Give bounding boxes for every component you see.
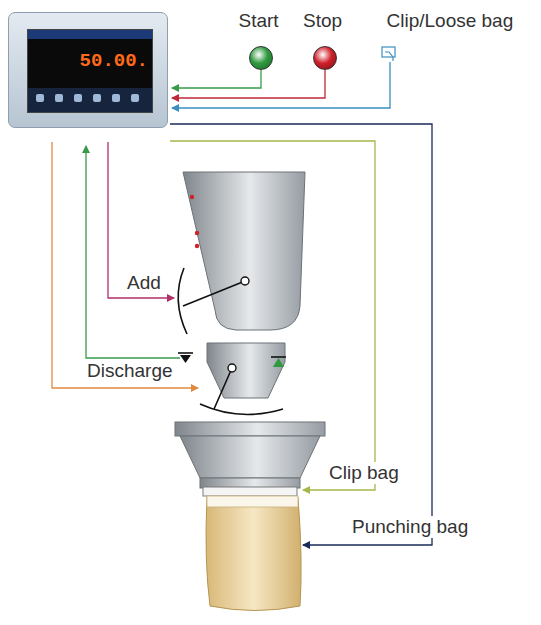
gate-label: Discharge [85,360,175,382]
control-signal-wire [172,62,390,108]
button-circle [313,46,337,70]
push-button: Stop [303,10,347,70]
load-cell-symbol [271,356,286,358]
add-gate [178,268,187,334]
weighing-controller: 50.00. [8,12,168,128]
weight-display: 50.00. [80,50,148,72]
gate-lever [183,281,245,306]
screen-icon [112,94,120,102]
button-circle [249,46,273,70]
gate-pivot [241,277,249,285]
control-signal-wire [172,70,325,98]
screen-icon [131,94,139,102]
signal-label: Punching bag [350,516,470,538]
push-button: Start [239,10,284,70]
load-cell-symbol [273,358,284,367]
screen-icon [36,94,44,102]
discharge-gate [200,404,283,414]
control-label: Clip/Loose bag [387,10,518,32]
gate-label: Add [125,272,163,294]
load-cell-symbol [178,352,193,354]
gate-lever [214,368,232,409]
feed-hopper [183,172,305,330]
bag [206,497,301,611]
indicator-dot [195,231,199,235]
load-cell-symbol [180,355,191,363]
signal-label: Clip bag [327,462,401,484]
controller-screen: 50.00. [27,29,153,113]
weigh-hopper [207,343,285,398]
screen-icon [55,94,63,102]
funnel-cone [180,436,320,478]
gate-pivot [228,364,236,372]
clip-bag-wire [170,141,375,490]
bag-mouth [207,496,298,507]
add-signal-wire [108,142,174,298]
screen-title-bar [28,30,152,39]
bag-clamp [203,487,297,496]
screen-icon [93,94,101,102]
funnel-rim [175,422,325,436]
screen-icon-row [28,88,152,112]
loadcell-signal-wire [86,146,180,358]
indicator-dot [190,195,194,199]
switch-symbol [381,46,399,62]
indicator-dot [195,244,199,248]
selector-switch: Clip/Loose bag [387,10,518,62]
switch-symbol [381,46,399,62]
screen-icon [74,94,82,102]
control-label: Start [239,10,284,32]
punching-bag-wire [170,124,432,545]
discharge-signal-wire [52,142,198,388]
control-label: Stop [303,10,347,32]
control-signal-wire [172,70,261,88]
